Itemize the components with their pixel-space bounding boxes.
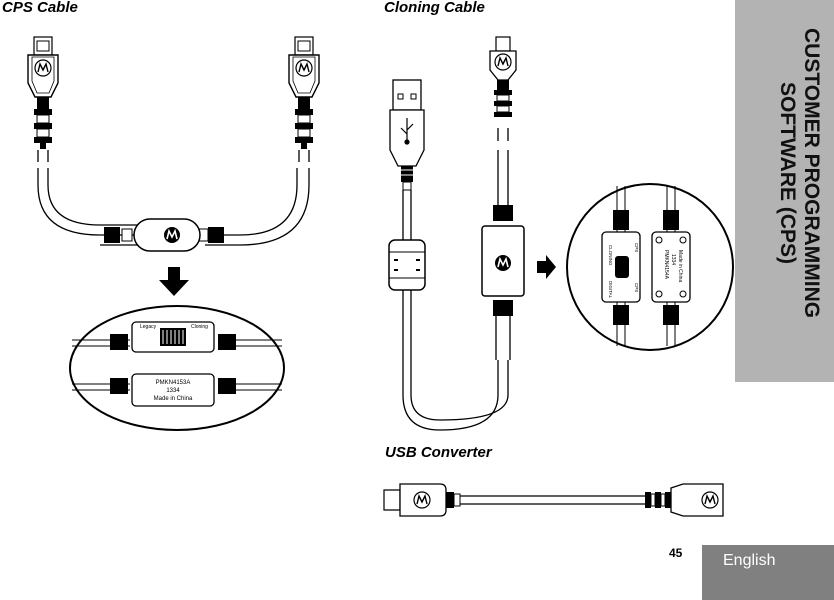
cps-cable-right-plug [288,36,320,150]
switch-legacy-label: Legacy [140,324,157,330]
cps-cable-wire [37,150,310,246]
cps-label-line1: PMKN4153A [156,380,191,386]
language-tab: English [702,545,834,600]
arrow-right-icon [537,255,556,279]
clone-label-line3: Made in China [677,250,683,282]
cps-detail-callout: Legacy Cloning PMKN4153A 1334 Made in Ch… [69,305,285,431]
clone-switch-mid-label: CPS [634,243,639,252]
clone-label-line2: 1334 [670,254,676,265]
cps-cable-left-plug [27,36,59,150]
cloning-cable-wire [402,128,510,431]
ferrite-core [388,239,426,291]
clone-switch-top-label: CLONING [608,245,613,266]
section-title: CUSTOMER PROGRAMMING SOFTWARE (CPS) [776,28,823,319]
cloning-detail-callout: CLONING CPS DIGITAL CPS PMKN4154A 1334 M… [566,183,734,351]
clone-label-line1: PMKN4154A [663,250,669,280]
cloning-micro-plug [489,36,517,117]
arrow-down-icon [159,267,189,296]
section-side-tab: CUSTOMER PROGRAMMING SOFTWARE (CPS) [735,0,834,382]
usb-converter-cable [383,483,724,517]
usb-symbol-icon [400,118,414,145]
cps-label-line3: Made in China [154,396,193,402]
cloning-usb-a-plug [389,79,425,191]
cloning-cable-heading: Cloning Cable [384,0,485,16]
cps-inline-box [104,218,224,252]
page-number: 45 [669,546,683,560]
switch-cloning-label: Cloning [191,324,208,330]
language-label: English [723,552,776,569]
clone-switch-bottom2-label: CPS [634,283,639,292]
cloning-inline-box [481,205,525,360]
usb-converter-heading: USB Converter [385,444,492,461]
cps-cable-heading: CPS Cable [2,0,78,16]
clone-switch-bottom-label: DIGITAL [608,281,613,299]
cps-label-line2: 1334 [166,388,180,394]
